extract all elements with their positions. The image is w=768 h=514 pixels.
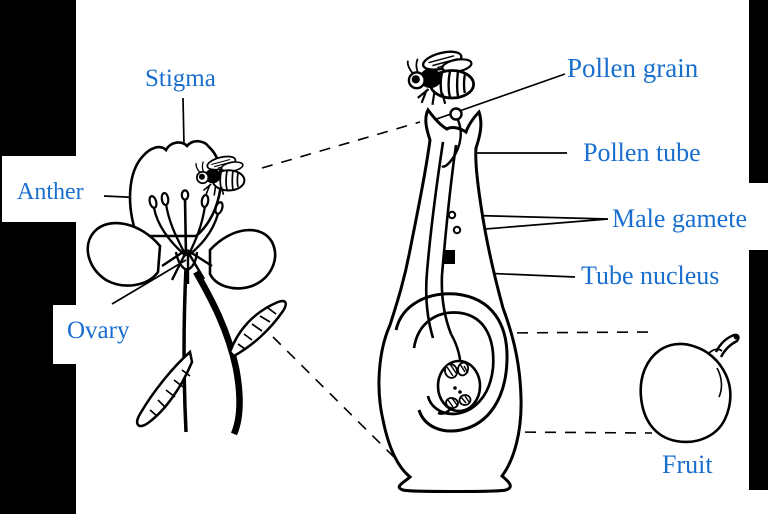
pollen-tube-label: Pollen tube (583, 138, 701, 167)
anther-label-box (2, 156, 98, 222)
bee-icon (406, 46, 475, 107)
flower-illustration (86, 139, 287, 436)
pollen-grain-label: Pollen grain (567, 53, 699, 83)
anther-label: Anther (17, 179, 84, 205)
stigma-label: Stigma (145, 65, 216, 92)
ovary-label-box (53, 305, 141, 364)
fruit-label: Fruit (662, 450, 713, 479)
left-border-block (0, 0, 76, 514)
pistil-illustration (377, 107, 523, 493)
right-border-block-top (749, 0, 768, 183)
mango-illustration (639, 333, 740, 444)
dashed-connector-lines (261, 121, 653, 469)
male-gamete-label: Male gamete (612, 204, 747, 233)
right-border-block-bottom (749, 250, 768, 490)
ovary-label: Ovary (67, 317, 130, 344)
tube-nucleus-label: Tube nucleus (581, 261, 720, 290)
